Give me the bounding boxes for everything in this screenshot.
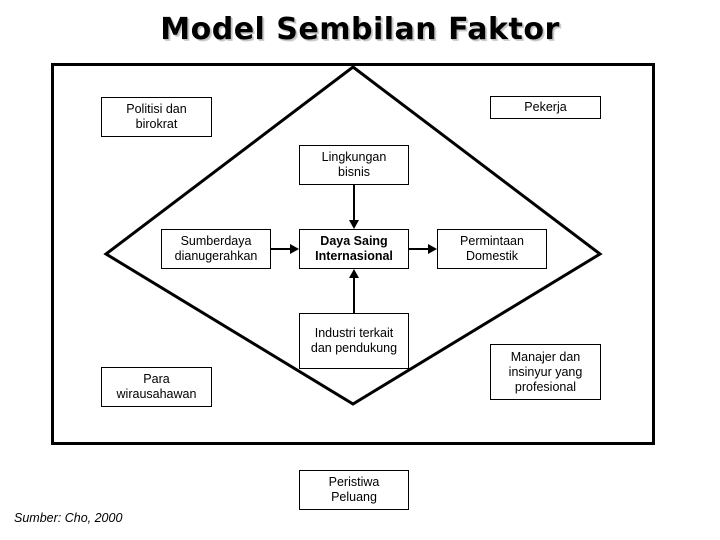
node-peristiwa-peluang-label: Peristiwa Peluang (328, 475, 380, 504)
diamond-shape (103, 65, 603, 406)
node-industri-terkait-label: Industri terkait dan pendukung (310, 326, 398, 355)
node-peristiwa-peluang[interactable]: Peristiwa Peluang (299, 470, 409, 510)
node-sumberdaya-label: Sumberdaya dianugerahkan (174, 234, 258, 263)
node-pekerja-label: Pekerja (524, 100, 567, 114)
page-title: Model Sembilan Faktor (160, 12, 560, 47)
node-politisi-label: Politisi dan birokrat (126, 102, 187, 131)
source-note: Sumber: Cho, 2000 (14, 511, 123, 525)
node-daya-saing-internasional-label: Daya Saing Internasional (315, 234, 393, 263)
node-politisi[interactable]: Politisi dan birokrat (101, 97, 212, 137)
node-permintaan-domestik-label: Permintaan Domestik (460, 234, 524, 263)
node-manajer-insinyur[interactable]: Manajer dan insinyur yang profesional (490, 344, 601, 400)
node-lingkungan-bisnis-label: Lingkungan bisnis (321, 150, 387, 179)
node-pekerja[interactable]: Pekerja (490, 96, 601, 119)
node-para-wirausahawan[interactable]: Para wirausahawan (101, 367, 212, 407)
node-para-wirausahawan-label: Para wirausahawan (116, 372, 197, 401)
node-manajer-insinyur-label: Manajer dan insinyur yang profesional (508, 349, 583, 394)
outer-frame (51, 63, 655, 445)
node-lingkungan-bisnis[interactable]: Lingkungan bisnis (299, 145, 409, 185)
node-daya-saing-internasional[interactable]: Daya Saing Internasional (299, 229, 409, 269)
node-permintaan-domestik[interactable]: Permintaan Domestik (437, 229, 547, 269)
node-sumberdaya[interactable]: Sumberdaya dianugerahkan (161, 229, 271, 269)
node-industri-terkait[interactable]: Industri terkait dan pendukung (299, 313, 409, 369)
